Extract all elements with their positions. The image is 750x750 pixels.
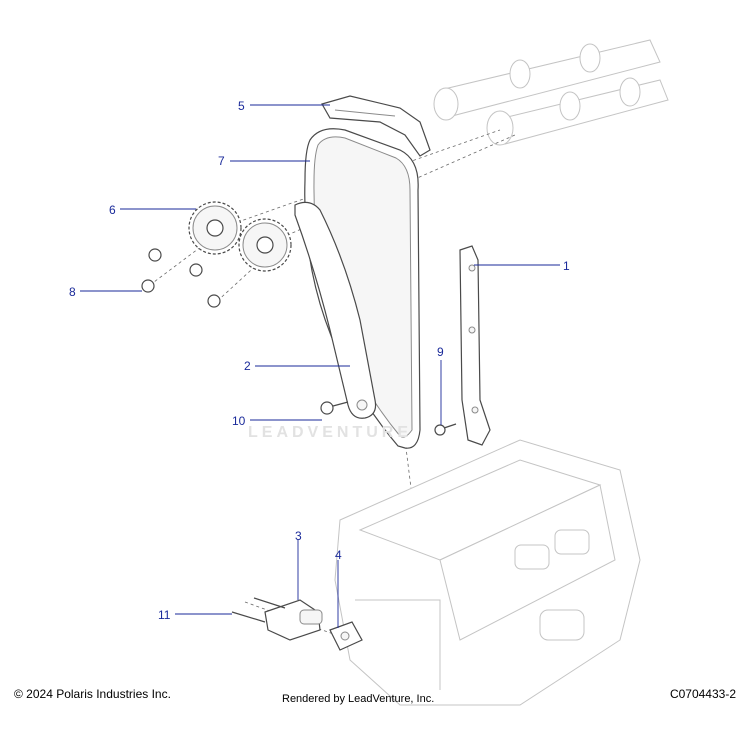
copyright-text: © 2024 Polaris Industries Inc. xyxy=(14,687,171,701)
callout-9: 9 xyxy=(437,345,444,359)
guide-bolts xyxy=(320,401,457,436)
camshaft-assembly xyxy=(433,39,669,146)
callout-11: 11 xyxy=(158,608,171,622)
callout-4: 4 xyxy=(335,548,342,562)
upper-chain-guide xyxy=(321,95,431,157)
timing-chain xyxy=(304,128,421,449)
cylinder-head xyxy=(334,439,641,706)
callout-1: 1 xyxy=(563,259,570,273)
fixed-chain-guide xyxy=(459,245,491,446)
watermark-text: LEADVENTURE xyxy=(248,424,413,441)
callout-7: 7 xyxy=(218,154,225,168)
tensioner-guide xyxy=(294,201,377,419)
callout-2: 2 xyxy=(244,359,251,373)
callout-10: 10 xyxy=(232,414,246,428)
cam-sprockets xyxy=(188,201,292,272)
callout-5: 5 xyxy=(238,99,245,113)
rendered-by-text: Rendered by LeadVenture, Inc. xyxy=(282,693,435,705)
callout-labels: 1 2 3 4 5 6 7 8 9 10 11 xyxy=(69,99,570,622)
chain-tensioner-assembly xyxy=(231,597,363,651)
callout-leaders xyxy=(80,104,560,628)
diagram-code: C0704433-2 xyxy=(669,687,736,701)
callout-6: 6 xyxy=(109,203,116,217)
sprocket-bolts xyxy=(141,248,221,308)
callout-8: 8 xyxy=(69,285,76,299)
callout-3: 3 xyxy=(295,529,302,543)
